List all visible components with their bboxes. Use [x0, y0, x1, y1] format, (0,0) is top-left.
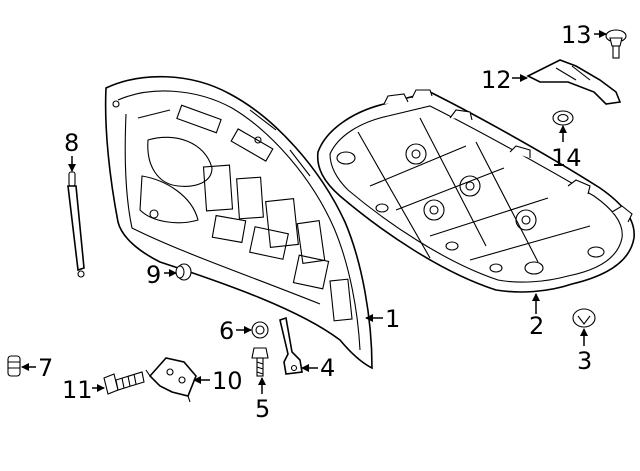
callout-12: 12: [481, 66, 512, 94]
leader-lines: [21, 30, 607, 394]
callout-6: 6: [219, 317, 234, 345]
callout-13: 13: [561, 21, 592, 49]
callout-4: 4: [320, 354, 335, 382]
callout-2: 2: [529, 312, 544, 340]
callout-14: 14: [551, 144, 582, 172]
stop-bumper: [175, 263, 192, 281]
hood-insulator: [316, 89, 635, 293]
callout-5: 5: [255, 395, 270, 423]
bumper-grommet: [7, 355, 21, 377]
hinge-bolt: [251, 347, 269, 377]
callout-8: 8: [64, 129, 79, 157]
callout-3: 3: [577, 347, 592, 375]
callout-9: 9: [146, 261, 161, 289]
hinge-nut: [251, 321, 269, 339]
callout-labels: 1 2 3 4 5 6 7 8 9 10 11 12 13 14: [38, 21, 592, 423]
callout-7: 7: [38, 354, 53, 382]
bracket-bolt: [605, 29, 627, 59]
retainer-clip: [572, 308, 596, 328]
seal-bracket: [526, 59, 622, 105]
latch-bracket: [145, 357, 197, 403]
callout-1: 1: [385, 305, 400, 333]
callout-11: 11: [62, 376, 93, 404]
hinge-bracket: [279, 316, 303, 375]
callout-10: 10: [212, 367, 243, 395]
hood-support-strut: [67, 171, 85, 278]
latch-bolt: [103, 371, 145, 395]
grommet: [552, 110, 574, 126]
hood-panel: [104, 75, 373, 370]
